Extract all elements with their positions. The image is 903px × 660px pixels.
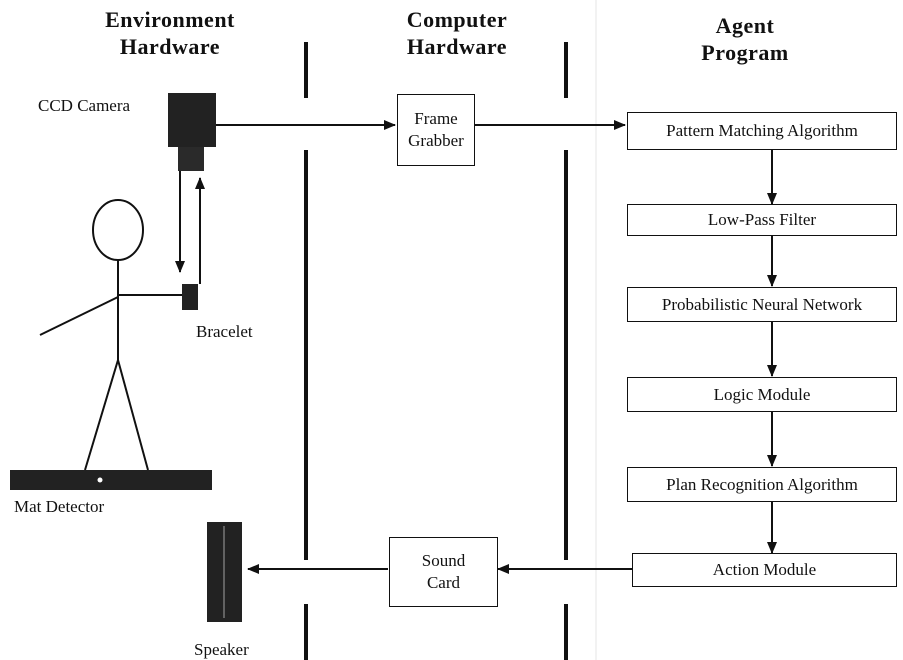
person-figure [40, 200, 182, 470]
logic-module-box: Logic Module [627, 377, 897, 412]
sound-card-line2: Card [427, 572, 460, 594]
frame-grabber-line2: Grabber [408, 130, 464, 152]
sound-card-line1: Sound [422, 550, 465, 572]
pattern-matching-box: Pattern Matching Algorithm [627, 112, 897, 150]
action-module-box: Action Module [632, 553, 897, 587]
low-pass-filter-box: Low-Pass Filter [627, 204, 897, 236]
plan-recognition-box: Plan Recognition Algorithm [627, 467, 897, 502]
mat-detector-label: Mat Detector [14, 497, 104, 517]
probabilistic-neural-network-box: Probabilistic Neural Network [627, 287, 897, 322]
speaker-icon [207, 522, 242, 622]
sound-card-box: Sound Card [389, 537, 498, 607]
bracelet-label: Bracelet [196, 322, 253, 342]
frame-grabber-line1: Frame [414, 108, 457, 130]
mat-detector-icon [10, 470, 212, 490]
frame-grabber-box: Frame Grabber [397, 94, 475, 166]
bracelet-icon [182, 284, 198, 310]
ccd-camera-label: CCD Camera [38, 96, 130, 116]
ccd-camera-icon [168, 93, 216, 171]
speaker-label: Speaker [194, 640, 249, 660]
